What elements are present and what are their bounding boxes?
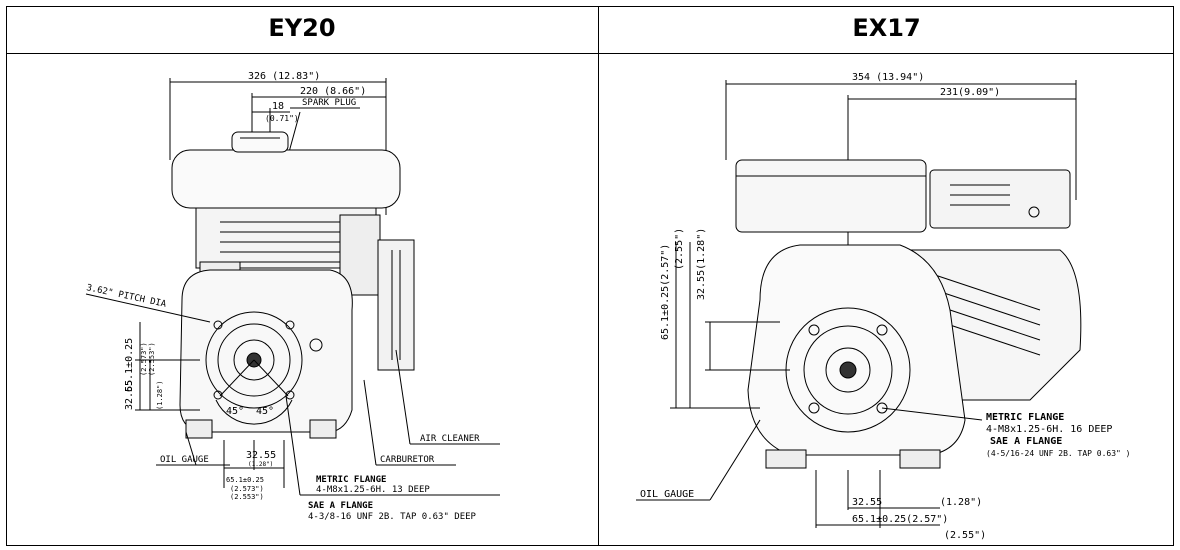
table-frame: [6, 6, 1174, 546]
ex17-metric-spec: 4-M8x1.25-6H. 16 DEEP: [986, 424, 1112, 435]
ex17-h-651: 65.1±0.25(2.57"): [852, 514, 948, 525]
ex17-dim-354: 354 (13.94"): [852, 72, 924, 83]
ey20-v-3255: 32.55: [124, 380, 135, 410]
ex17-v-651-b: (2.55"): [674, 228, 685, 270]
ex17-h-3255: 32.55: [852, 497, 882, 508]
ex17-h-651-b: (2.55"): [944, 530, 986, 541]
ey20-h-3255-in: (1.28"): [248, 461, 273, 468]
ey20-v-3255-in: (1.28"): [156, 380, 164, 410]
ey20-v-651-in-a: (2.573"): [140, 342, 148, 376]
ex17-dim-231: 231(9.09"): [940, 87, 1000, 98]
ey20-oil-gauge: OIL GAUGE: [160, 455, 209, 465]
ey20-spark-plug: SPARK PLUG: [302, 98, 356, 108]
ey20-v-651: 65.1±0.25: [124, 338, 135, 392]
ey20-h-651-in-a: (2.573"): [230, 485, 264, 493]
ex17-v-651: 65.1±0.25(2.57"): [660, 244, 671, 340]
ey20-v-651-in-b: (2.553"): [148, 342, 156, 376]
ey20-angle-b: 45°: [256, 406, 274, 417]
ey20-dim-18: 18: [272, 101, 284, 112]
ex17-metric-flange: METRIC FLANGE: [986, 412, 1064, 423]
ex17-drawing: [636, 80, 1082, 528]
ey20-metric-spec: 4-M8x1.25-6H. 13 DEEP: [316, 485, 430, 495]
ey20-h-3255: 32.55: [246, 450, 276, 461]
ey20-title: EY20: [268, 14, 336, 42]
ex17-v-3255: 32.55(1.28"): [696, 228, 707, 300]
ex17-sae-flange: SAE A FLANGE: [990, 436, 1062, 447]
ex17-labels: 354 (13.94") 231(9.09") 65.1±0.25(2.57")…: [640, 72, 1131, 541]
column-divider: [598, 6, 599, 546]
ey20-air-cleaner: AIR CLEANER: [420, 434, 480, 444]
ex17-sae-spec: (4-5/16-24 UNF 2B. TAP 0.63" ): [986, 449, 1131, 458]
ey20-dim-18-in: (0.71"): [265, 114, 299, 123]
ey20-dim-overall: 326 (12.83"): [248, 71, 320, 82]
ey20-h-651: 65.1±0.25: [226, 476, 264, 484]
ex17-oil-gauge: OIL GAUGE: [640, 489, 694, 500]
ex17-title: EX17: [852, 14, 921, 42]
ey20-dim-220: 220 (8.66"): [300, 86, 366, 97]
ey20-sae-spec: 4-3/8-16 UNF 2B. TAP 0.63" DEEP: [308, 512, 477, 522]
ex17-h-3255-in: (1.28"): [940, 497, 982, 508]
ey20-drawing: [85, 78, 500, 496]
ey20-angle-a: 45°: [226, 406, 244, 417]
ey20-h-651-in-b: (2.553"): [230, 493, 264, 501]
ey20-carburetor: CARBURETOR: [380, 455, 435, 465]
ey20-sae-flange: SAE A FLANGE: [308, 501, 373, 511]
ey20-metric-flange: METRIC FLANGE: [316, 475, 386, 485]
header-divider: [6, 53, 1174, 54]
